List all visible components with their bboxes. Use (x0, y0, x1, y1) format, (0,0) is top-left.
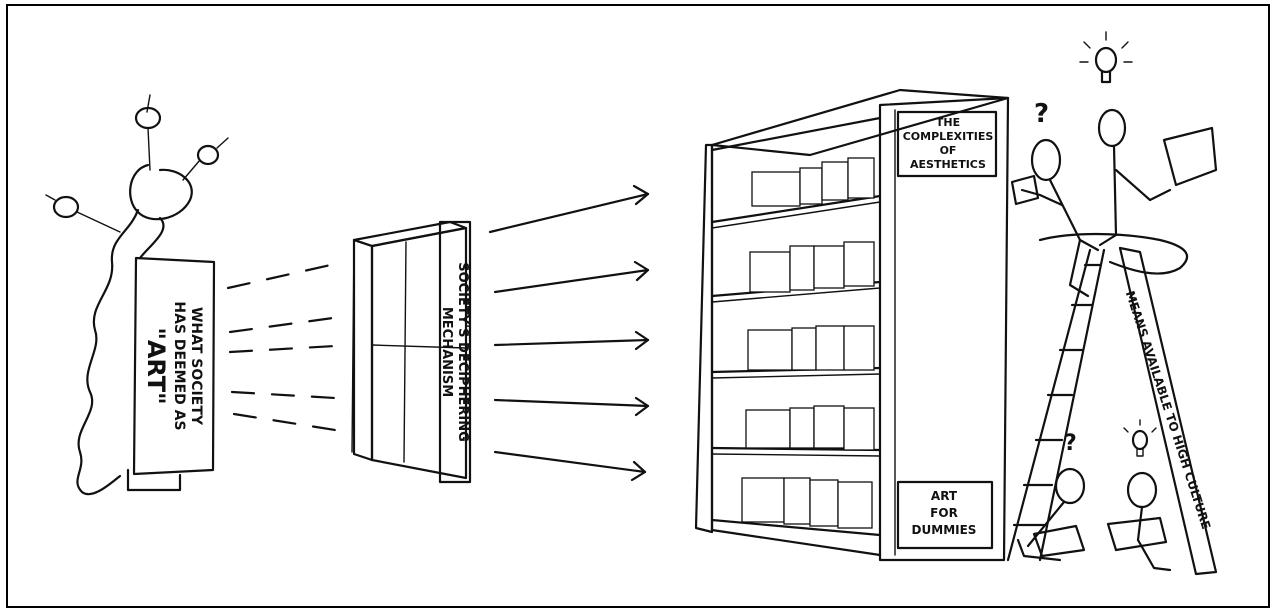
question-mark-top: ? (1034, 99, 1049, 129)
shelf-top-label-line1: THE (936, 116, 960, 129)
figure-enlightened-reader (1080, 32, 1216, 245)
dashed-flow-lines (228, 264, 335, 430)
shelf-books-row4 (746, 406, 874, 450)
sculpture-label-art: "ART" (142, 327, 170, 404)
deciphering-mechanism: SOCIETY'S DECIPHERING MECHANISM (352, 222, 470, 482)
bookshelf: THE COMPLEXITIES OF AESTHETICS ART FOR D… (696, 90, 1008, 560)
shelf-bottom-label-line3: DUMMIES (912, 523, 977, 537)
shelf-top-label-line3: OF (940, 144, 957, 157)
shelf-top-label-line2: COMPLEXITIES (903, 130, 994, 143)
mechanism-label-line1: SOCIETY'S DECIPHERING (455, 262, 470, 442)
shelf-bottom-label-line2: FOR (930, 506, 958, 520)
shelf-bottom-label-line1: ART (931, 489, 958, 503)
output-arrows (490, 186, 648, 480)
art-sculpture (46, 95, 228, 494)
shelf-books-row5 (742, 478, 872, 528)
mechanism-label-line2: MECHANISM (439, 307, 454, 397)
sculpture-label-line2: HAS DEEMED AS (171, 301, 187, 430)
question-mark-bottom: ? (1064, 431, 1077, 456)
lightbulb-icon (1080, 32, 1132, 82)
shelf-books-row3 (748, 326, 874, 370)
lightbulb-small-icon (1124, 420, 1156, 456)
shelf-books-row2 (750, 242, 874, 292)
shelf-top-label-line4: AESTHETICS (910, 158, 986, 171)
sculpture-plaque: WHAT SOCIETY HAS DEEMED AS "ART" (134, 258, 214, 474)
figure-seated-right (1108, 420, 1170, 570)
figure-seated-left: ? (1018, 431, 1084, 560)
ladder-label: MEANS AVAILABLE TO HIGH CULTURE (1123, 289, 1214, 531)
sculpture-label-line1: WHAT SOCIETY (188, 307, 204, 426)
